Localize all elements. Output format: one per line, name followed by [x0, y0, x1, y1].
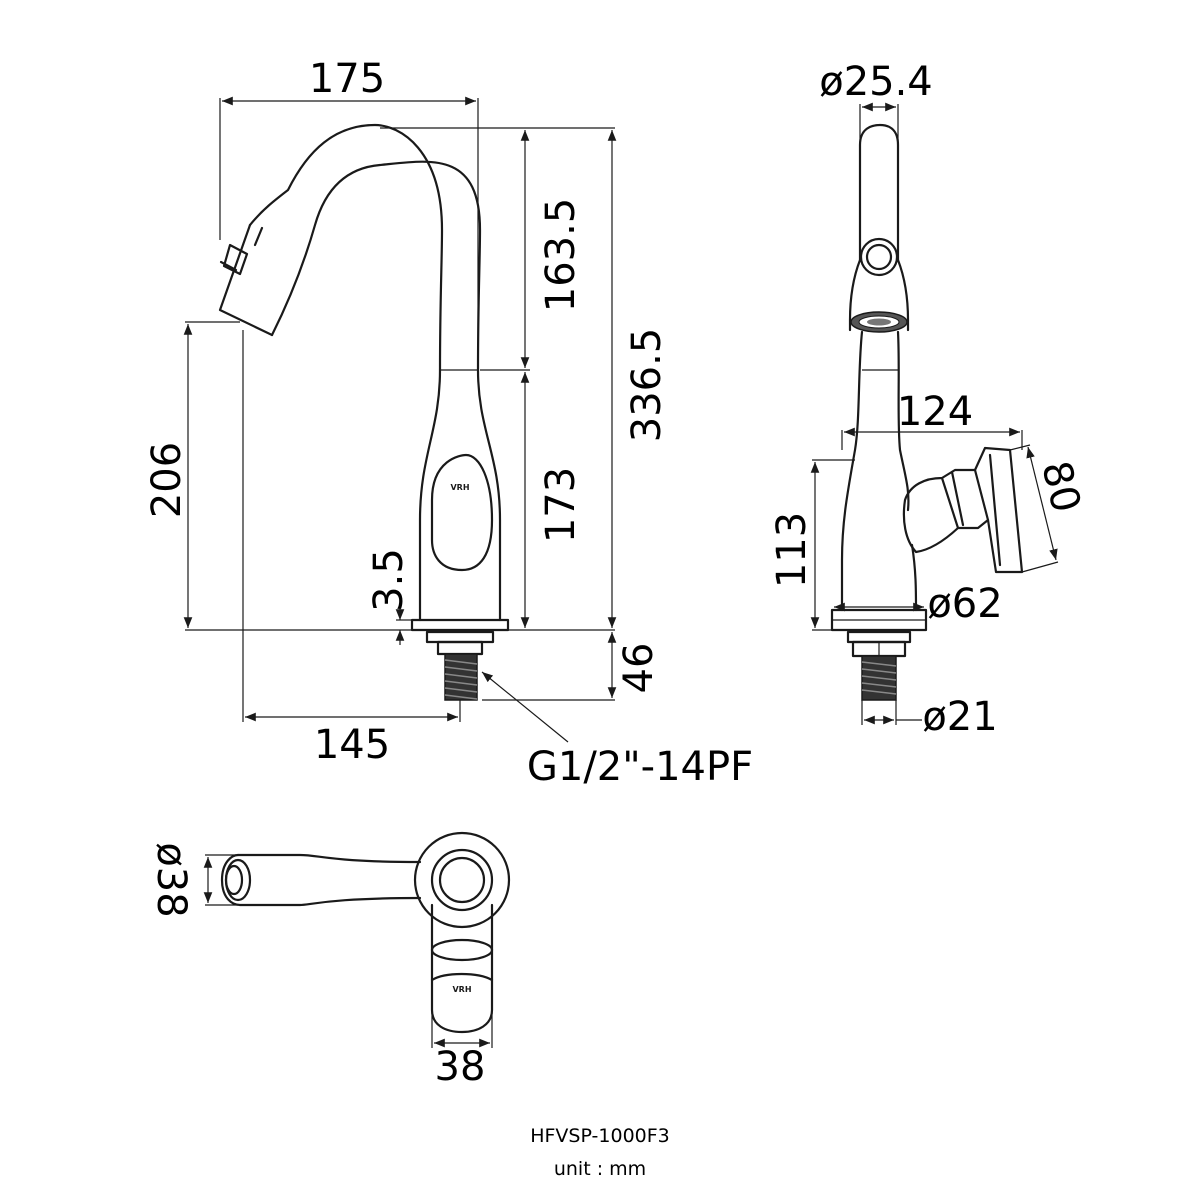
- aerator: [850, 311, 908, 333]
- dim-total-height: 336.5: [624, 328, 670, 443]
- thread-spec: G1/2"-14PF: [527, 744, 753, 790]
- dim-reach: 145: [314, 722, 390, 768]
- dim-handle-length: 80: [1032, 457, 1089, 518]
- side-view: ø25.4 124 80 113 ø62 ø21: [769, 59, 1089, 740]
- dim-outlet-diameter: ø25.4: [819, 59, 933, 105]
- top-brand-logo: VRH: [452, 985, 471, 994]
- unit-label: unit : mm: [554, 1158, 646, 1180]
- dim-shank-length: 46: [616, 643, 662, 694]
- dim-spout-height: 163.5: [538, 198, 584, 313]
- dim-base-gap: 3.5: [366, 548, 412, 612]
- model-number: HFVSP-1000F3: [530, 1125, 670, 1147]
- dim-shank-diameter: ø21: [922, 694, 997, 740]
- dim-spout-clearance: 206: [144, 442, 190, 518]
- brand-logo: VRH: [450, 483, 469, 492]
- dim-total-width: 175: [309, 56, 385, 102]
- dim-handle-height: 113: [769, 512, 815, 588]
- top-view: VRH ø38 38: [148, 831, 511, 1090]
- dim-base-diameter: ø62: [927, 581, 1002, 627]
- dim-top-diameter: ø38: [148, 842, 194, 917]
- dim-handle-reach: 124: [897, 389, 973, 435]
- side-threaded-shank: [861, 655, 897, 701]
- dim-body-width: 38: [435, 1044, 486, 1090]
- front-view: VRH 175 163.5 336.5: [144, 56, 753, 790]
- threaded-shank: [444, 653, 478, 701]
- dim-body-height: 173: [538, 467, 584, 543]
